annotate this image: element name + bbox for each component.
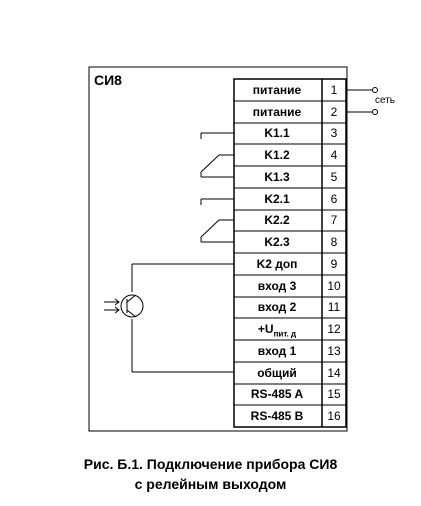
- relay-k1-contacts: [200, 132, 234, 178]
- terminal-label: K1.2: [264, 148, 290, 162]
- terminal-label: K1.1: [264, 126, 290, 140]
- terminal-label: питание: [252, 83, 302, 97]
- terminal-label: питание: [252, 105, 302, 119]
- terminal-number: 2: [330, 105, 338, 119]
- terminal-number: 10: [327, 279, 341, 293]
- terminal-number: 3: [330, 126, 338, 140]
- terminal-number: 7: [330, 213, 338, 227]
- terminal-label: RS-485 B: [250, 409, 304, 423]
- relay-k2-contacts: [200, 198, 234, 243]
- terminal-number: 1: [330, 83, 338, 97]
- terminal-label: K2.1: [264, 192, 290, 206]
- figure-caption-line2: с релейным выходом: [134, 476, 287, 492]
- terminal-label: вход 2: [257, 300, 297, 314]
- terminal-label: K2.3: [264, 235, 290, 249]
- figure-caption-line1: Рис. Б.1. Подключение прибора СИ8: [83, 456, 338, 472]
- terminal-label: K1.3: [264, 170, 290, 184]
- terminal-label: вход 1: [257, 344, 297, 358]
- supply-label-sub: пит. д: [273, 329, 297, 339]
- terminal-label: общий: [257, 366, 297, 380]
- net-label: сеть: [375, 95, 396, 106]
- terminal-number: 15: [327, 387, 341, 401]
- terminal-number: 8: [330, 235, 338, 249]
- terminal-label: вход 3: [257, 279, 297, 293]
- terminal-label-supply: +Uпит. д: [234, 319, 320, 344]
- terminal-label: RS-485 A: [250, 387, 304, 401]
- terminal-number: 12: [327, 322, 341, 336]
- supply-label-main: +U: [257, 322, 274, 336]
- terminal-number: 9: [330, 257, 338, 271]
- terminal-number: 16: [327, 409, 341, 423]
- device-title: СИ8: [94, 72, 122, 88]
- terminal-number: 6: [330, 192, 338, 206]
- terminal-number: 11: [327, 300, 341, 314]
- terminal-number: 14: [327, 366, 341, 380]
- terminal-number: 4: [330, 148, 338, 162]
- terminal-label: K2 доп: [256, 257, 298, 271]
- terminal-number: 5: [330, 170, 338, 184]
- network-connection: [346, 87, 378, 115]
- optocoupler: [104, 263, 234, 373]
- terminal-number: 13: [327, 344, 341, 358]
- device-outline: [88, 66, 348, 432]
- terminal-label: K2.2: [264, 213, 290, 227]
